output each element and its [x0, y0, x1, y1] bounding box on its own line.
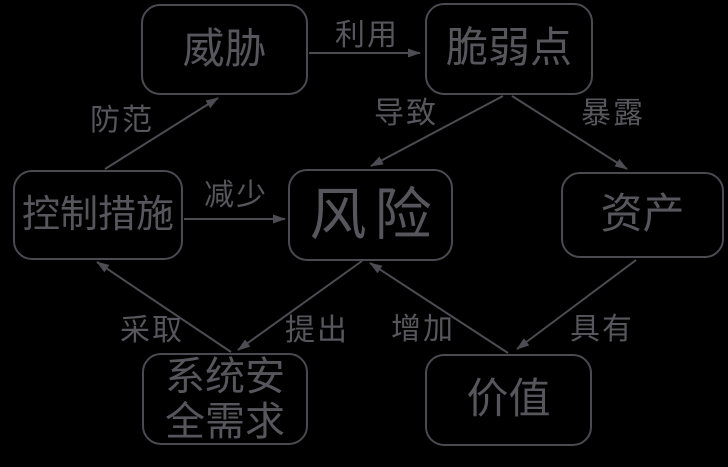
node-value-label: 价值 [466, 377, 551, 423]
edge-label-reduce: 减少 [204, 179, 268, 212]
edge-increase-arrow [369, 262, 509, 354]
edge-label-expose: 暴露 [581, 97, 645, 130]
node-threat: 威胁 [141, 4, 308, 95]
label-line-2: 全需求 [165, 399, 285, 444]
edge-label-prevent: 防范 [90, 104, 154, 137]
edge-expose-arrow [511, 95, 628, 170]
node-threat-label: 威胁 [182, 26, 267, 73]
node-system-security-requirements: 系统安 全需求 [142, 353, 308, 445]
edge-possess-arrow [516, 259, 637, 350]
node-vulnerability-label: 脆弱点 [445, 26, 572, 72]
node-risk-label: 风险 [309, 183, 440, 247]
edge-cause-arrow [370, 95, 504, 167]
edge-label-propose: 提出 [285, 314, 349, 347]
node-asset-label: 资产 [600, 192, 685, 238]
edge-label-cause: 导致 [374, 97, 438, 130]
node-risk: 风险 [288, 169, 453, 261]
edge-label-possess: 具有 [570, 313, 634, 346]
node-asset: 资产 [561, 172, 724, 258]
node-system-security-requirements-label: 系统安 全需求 [165, 354, 285, 444]
node-control-measures-label: 控制措施 [21, 194, 174, 236]
edge-label-adopt: 采取 [120, 314, 184, 347]
node-value: 价值 [425, 354, 592, 446]
edge-label-exploit: 利用 [335, 19, 399, 52]
edge-label-increase: 增加 [391, 313, 455, 346]
edge-propose-arrow [237, 260, 363, 351]
node-vulnerability: 脆弱点 [425, 3, 593, 95]
edge-adopt-arrow [96, 261, 232, 353]
label-line-1: 系统安 [165, 354, 285, 399]
node-control-measures: 控制措施 [13, 170, 183, 260]
edge-prevent-arrow [104, 97, 219, 170]
